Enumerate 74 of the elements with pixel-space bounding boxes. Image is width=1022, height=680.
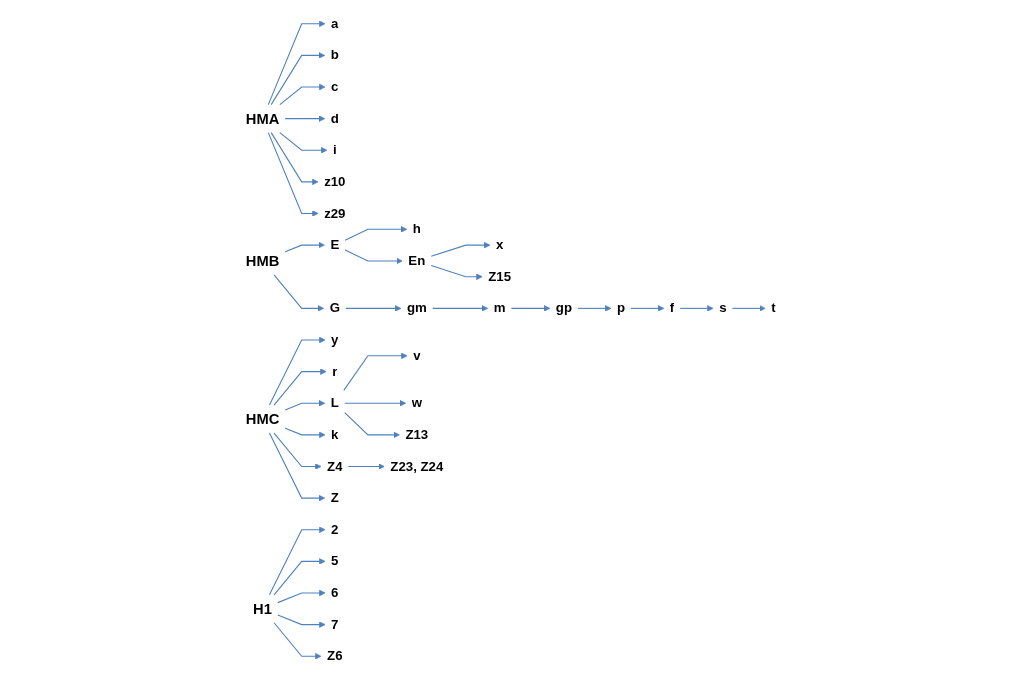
- node-text: r: [332, 363, 338, 379]
- node-text: z29: [324, 205, 346, 221]
- node-text: E: [330, 237, 340, 253]
- arrow: [277, 614, 326, 628]
- arrow: [273, 368, 327, 406]
- node-text: t: [771, 300, 776, 316]
- arrow: [432, 305, 489, 312]
- arrow: [430, 241, 491, 257]
- node-text: HMB: [245, 252, 280, 270]
- node-text: i: [333, 142, 337, 158]
- node-text: h: [413, 221, 422, 237]
- node-text: Z: [330, 490, 340, 506]
- arrow: [279, 83, 326, 106]
- node-text: z10: [324, 174, 346, 189]
- arrow: [348, 463, 385, 470]
- arrow: [273, 274, 325, 312]
- arrow: [284, 115, 326, 122]
- arrow: [273, 432, 322, 470]
- arrow: [343, 352, 408, 391]
- node-text: L: [330, 395, 340, 411]
- node-text: p: [617, 300, 626, 316]
- node-text: s: [719, 300, 727, 316]
- arrow: [267, 132, 319, 217]
- arrow: [269, 336, 326, 406]
- arrow: [344, 400, 407, 407]
- node-text: c: [331, 79, 339, 94]
- arrow: [511, 305, 551, 312]
- arrow: [270, 52, 326, 106]
- arrow: [630, 305, 665, 312]
- node-text: 2: [331, 522, 339, 537]
- node-text: y: [331, 332, 339, 347]
- node-text: b: [330, 47, 340, 63]
- node-text: 5: [331, 553, 339, 569]
- arrow: [577, 305, 612, 312]
- node-text: 6: [331, 585, 339, 600]
- arrow: [345, 305, 402, 312]
- node-text: v: [413, 348, 421, 363]
- node-text: Z23, Z24: [390, 458, 444, 474]
- node-text: d: [330, 110, 340, 126]
- node-text: En: [408, 253, 426, 268]
- arrow: [344, 412, 401, 439]
- node-text: w: [411, 395, 423, 411]
- arrow: [270, 132, 319, 186]
- arrow: [284, 427, 326, 439]
- node-text: gp: [556, 300, 573, 316]
- arrow: [277, 589, 326, 604]
- arrow: [284, 241, 325, 253]
- arrow: [273, 558, 326, 596]
- node-text: Z6: [327, 648, 343, 664]
- arrow: [273, 622, 322, 660]
- node-text: G: [329, 300, 341, 316]
- node-text: 7: [331, 616, 339, 632]
- node-text: H1: [253, 600, 273, 617]
- arrow: [430, 265, 483, 280]
- arrow: [344, 226, 408, 241]
- arrow: [732, 305, 766, 312]
- node-text: gm: [407, 300, 427, 316]
- node-text: f: [670, 300, 675, 316]
- arrow: [284, 400, 326, 411]
- arrow: [269, 526, 326, 596]
- arrow: [679, 305, 714, 312]
- node-text: a: [331, 16, 339, 31]
- node-text: Z13: [405, 427, 429, 442]
- node-text: HMC: [245, 410, 280, 428]
- node-text: k: [331, 427, 339, 442]
- arrow: [267, 20, 326, 106]
- arrow: [344, 249, 403, 265]
- node-text: Z4: [327, 458, 343, 474]
- node-text: Z15: [488, 269, 512, 284]
- node-text: x: [496, 237, 504, 253]
- arrow: [279, 132, 328, 154]
- node-text: m: [493, 300, 506, 316]
- arrow: [269, 432, 326, 502]
- node-text: HMA: [245, 110, 280, 127]
